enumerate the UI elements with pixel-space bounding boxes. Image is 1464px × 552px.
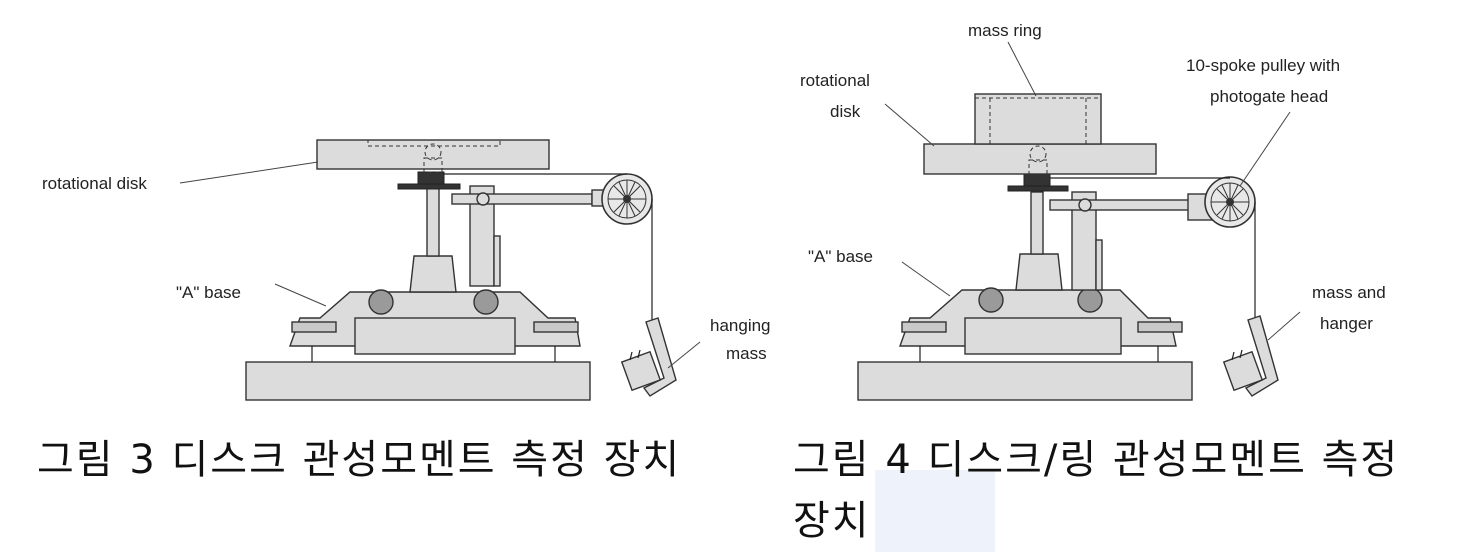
leader-hanging-mass [667,341,701,369]
disk-hidden-hub [423,157,443,173]
support-post-edge [1095,239,1103,291]
disk-hidden-hub [1028,159,1048,175]
label-mass-ring: mass ring [968,21,1042,40]
step-pulley-hub [1023,173,1051,187]
table-slab [245,361,591,401]
pulley-arm [1049,199,1193,211]
label-a-base: "A" base [808,247,873,266]
leader-mass-hanger [1267,311,1301,341]
label-mass-hanger-line2: hanger [1320,314,1373,333]
leader-pulley [1239,111,1291,187]
figure-3-apparatus-drawing: rotational disk "A" base hanging mass [42,139,771,401]
label-rotational-disk: rotational disk [42,174,147,193]
disk-hidden-screw [1029,145,1047,163]
arm-pivot [1078,198,1092,212]
column-foot [1015,253,1063,291]
background-watermark [875,470,995,552]
disk-hidden-recess [367,139,501,147]
rotational-disk-shape [316,139,550,170]
disk-hidden-screw [424,143,442,161]
step-pulley-hub [417,171,445,185]
figure-4: mass ring rotational disk 10-spoke pulle… [740,0,1464,552]
base-ball-left [368,289,394,315]
base-ball-right [473,289,499,315]
leader-a-base [274,283,327,307]
hanging-mass-shape [620,317,677,397]
column-foot [409,255,457,293]
leveling-foot-right [1137,321,1183,333]
leader-rotational-disk [884,103,935,147]
figure-4-caption-line2: 장치 [793,498,871,544]
pulley-arm [451,193,593,205]
leveling-foot-left [901,321,947,333]
mass-ring-shape [974,93,1102,145]
ten-spoke-pulley [601,173,653,225]
label-hanging-mass-line2: mass [726,344,767,363]
step-pulley-flange [397,183,461,190]
label-a-base: "A" base [176,283,241,302]
leader-mass-ring [1007,41,1037,97]
label-rotational-disk-line2: disk [830,102,861,121]
leveling-foot-left [291,321,337,333]
base-ball-left [978,287,1004,313]
label-pulley-line2: photogate head [1210,87,1328,106]
support-post-edge [493,235,501,287]
table-slab [857,361,1193,401]
figure-3-caption: 그림 3 디스크 관성모멘트 측정 장치 [37,437,682,483]
label-pulley-line1: 10-spoke pulley with [1186,56,1340,75]
step-pulley-flange [1007,185,1069,192]
rotation-shaft [426,187,440,257]
label-hanging-mass-line1: hanging [710,316,771,335]
mass-and-hanger-shape [1222,315,1279,397]
base-ball-right [1077,287,1103,313]
rotation-shaft [1030,191,1044,255]
leader-a-base [901,261,951,297]
leveling-foot-right [533,321,579,333]
label-mass-hanger-line1: mass and [1312,283,1386,302]
figure-4-apparatus-drawing: mass ring rotational disk 10-spoke pulle… [800,21,1386,401]
ten-spoke-pulley [1204,176,1256,228]
a-base-plate [964,317,1122,355]
a-base-plate [354,317,516,355]
arm-pivot [476,192,490,206]
figure-4-caption-line1: 그림 4 디스크/링 관성모멘트 측정 [793,437,1400,483]
rotational-disk-shape [923,143,1157,175]
label-rotational-disk-line1: rotational [800,71,870,90]
figure-3: rotational disk "A" base hanging mass 그림… [0,0,771,552]
leader-rotational-disk [179,161,319,184]
